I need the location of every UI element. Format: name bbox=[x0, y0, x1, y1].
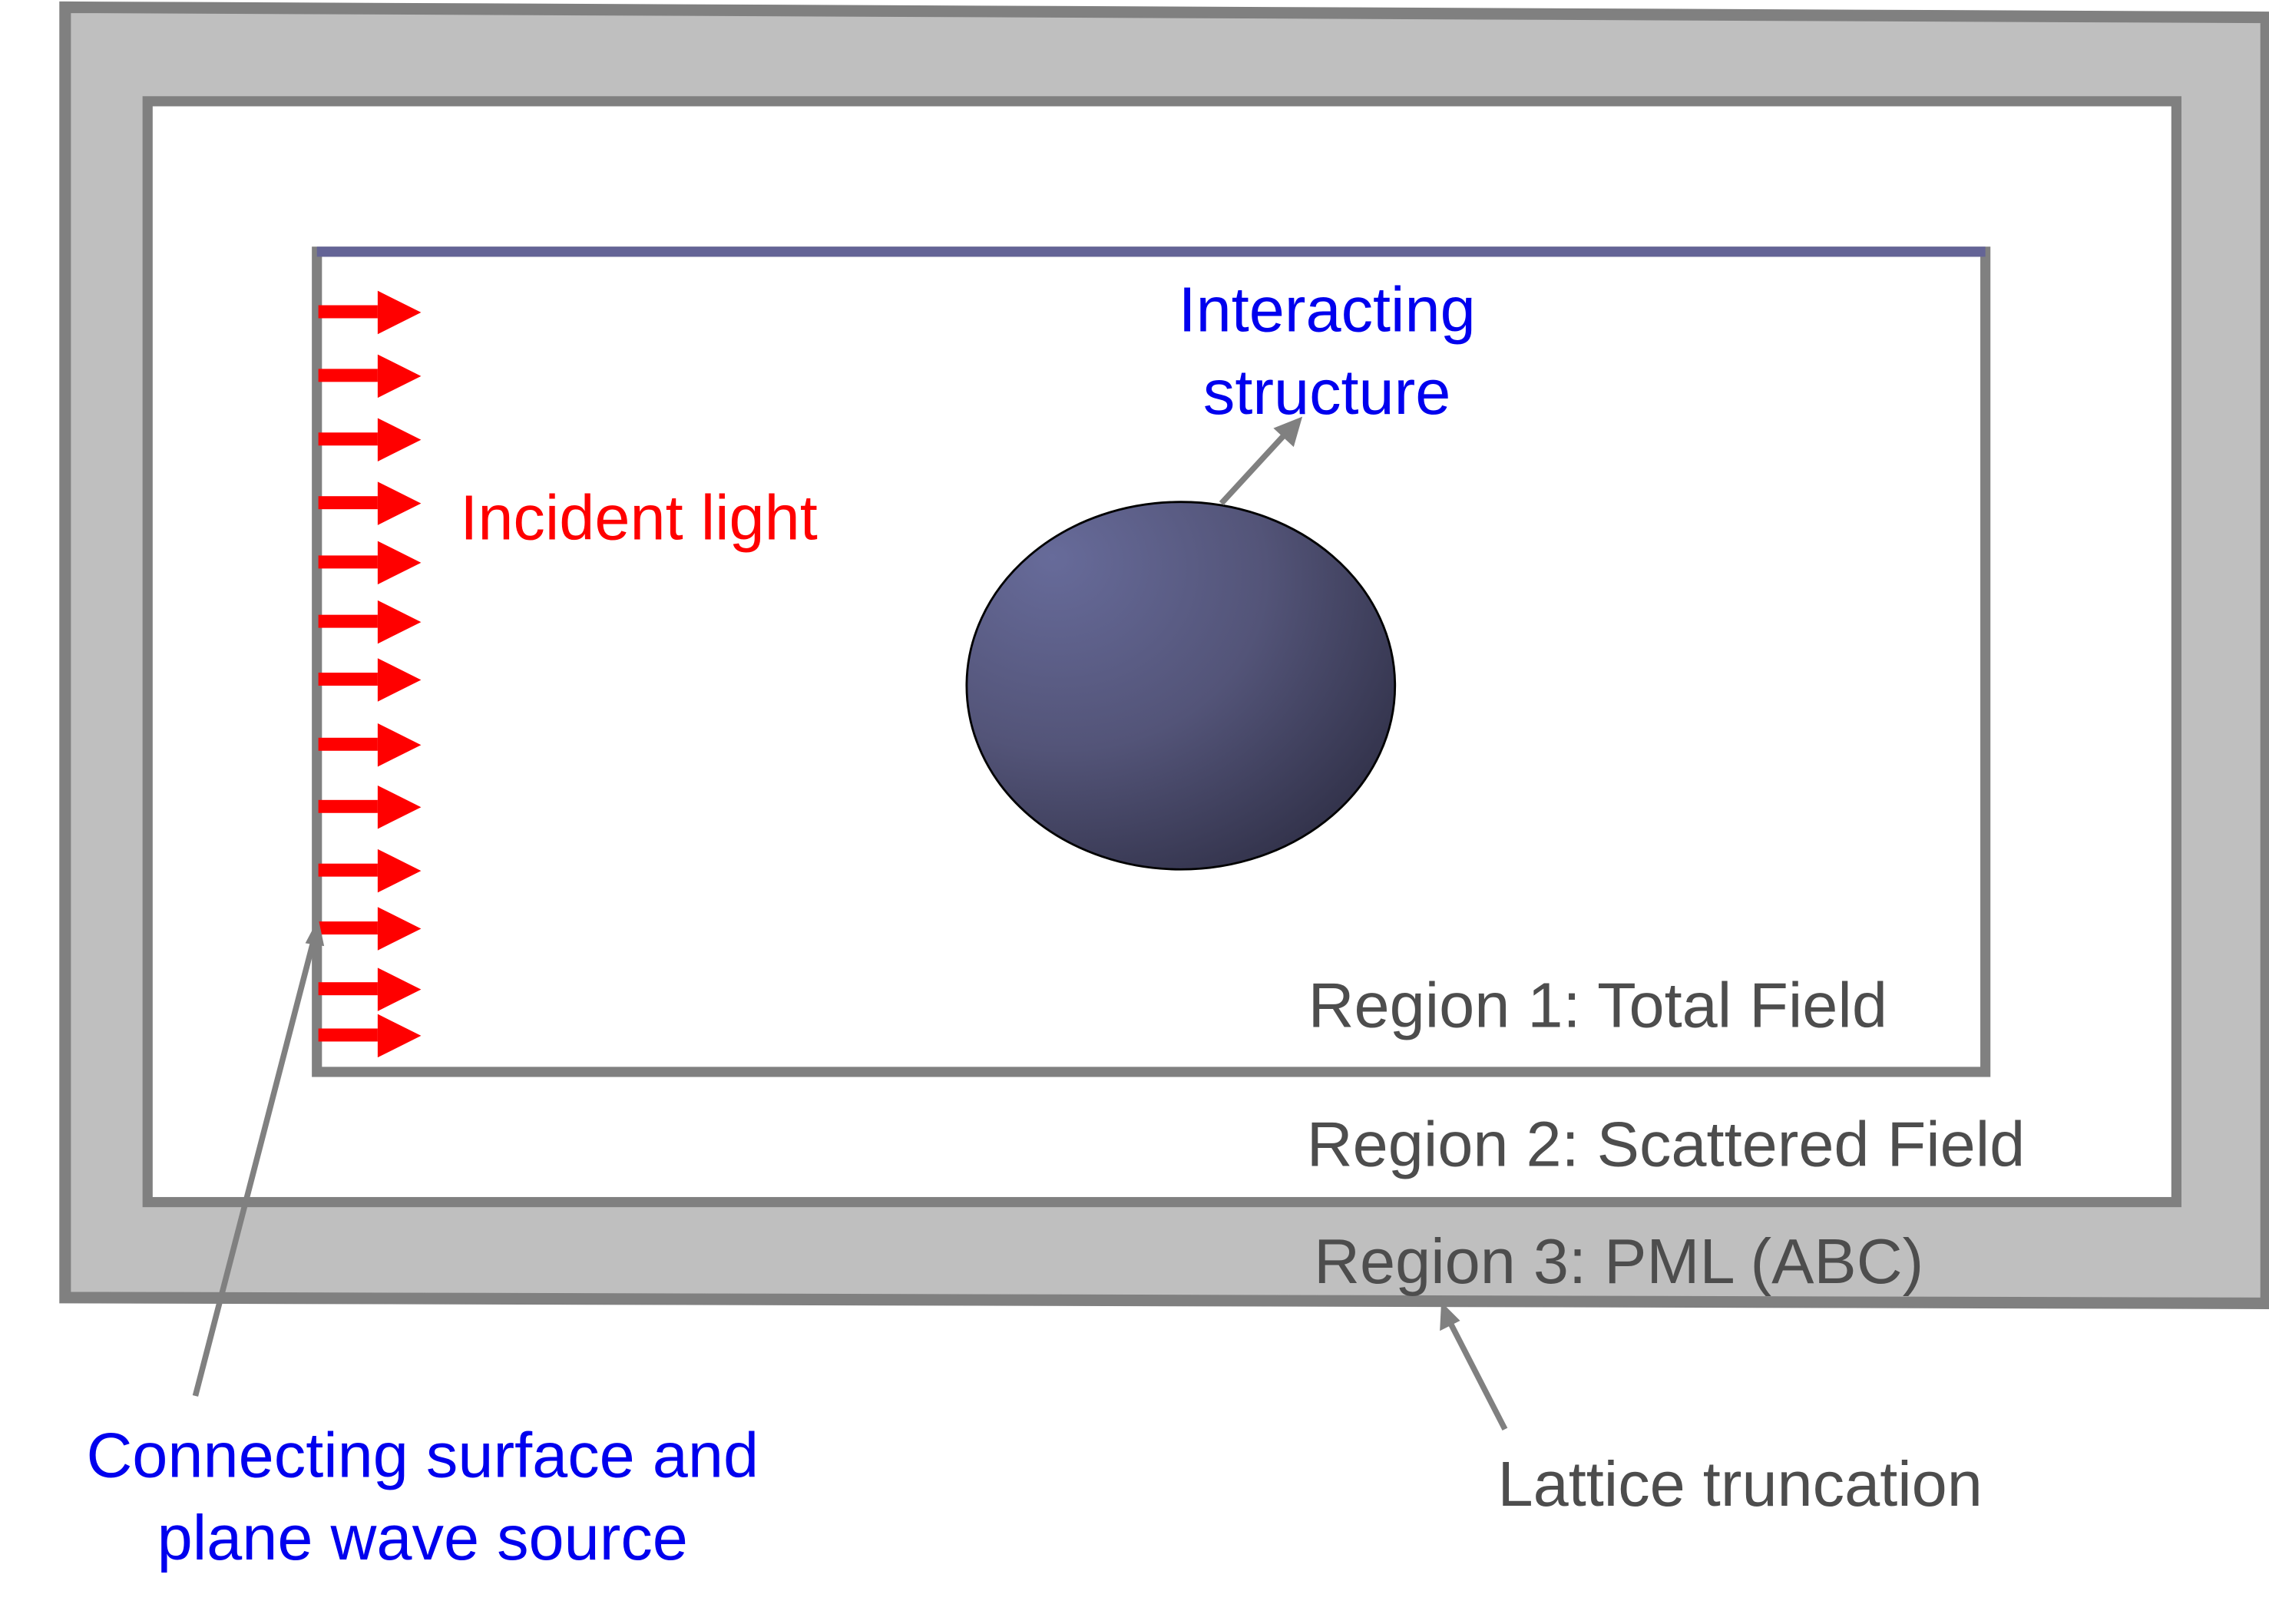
arrow-right-icon bbox=[318, 723, 422, 767]
incident-arrows bbox=[318, 290, 422, 1058]
connecting-surface-label-line1: Connecting surface and bbox=[86, 1420, 759, 1491]
arrow-right-icon bbox=[318, 658, 422, 702]
arrow-right-icon bbox=[318, 785, 422, 829]
lattice-truncation-label: Lattice truncation bbox=[1498, 1448, 1983, 1520]
arrow-right-icon bbox=[318, 907, 422, 951]
arrow-right-icon bbox=[318, 481, 422, 525]
region-3-label: Region 3: PML (ABC) bbox=[1314, 1225, 1923, 1297]
interacting-structure-sphere bbox=[965, 501, 1397, 871]
arrow-right-icon bbox=[318, 541, 422, 585]
arrow-right-icon bbox=[318, 848, 422, 893]
arrow-right-icon bbox=[318, 600, 422, 644]
structure-pointer-arrow bbox=[1219, 416, 1303, 506]
arrow-right-icon bbox=[318, 354, 422, 399]
arrow-right-icon bbox=[318, 418, 422, 461]
connecting-surface-pointer bbox=[192, 918, 325, 1397]
interacting-structure-label-line1: Interacting bbox=[1179, 273, 1476, 345]
region-2-label: Region 2: Scattered Field bbox=[1307, 1108, 2026, 1179]
region-1-label: Region 1: Total Field bbox=[1308, 970, 1887, 1041]
arrow-right-icon bbox=[318, 1014, 422, 1058]
arrow-right-icon bbox=[318, 290, 422, 335]
connecting-surface-label-line2: plane wave source bbox=[157, 1502, 688, 1573]
interacting-structure-label-line2: structure bbox=[1203, 356, 1451, 428]
incident-light-label: Incident light bbox=[460, 482, 818, 554]
lattice-truncation-pointer bbox=[1440, 1302, 1508, 1431]
arrow-right-icon bbox=[318, 967, 422, 1011]
